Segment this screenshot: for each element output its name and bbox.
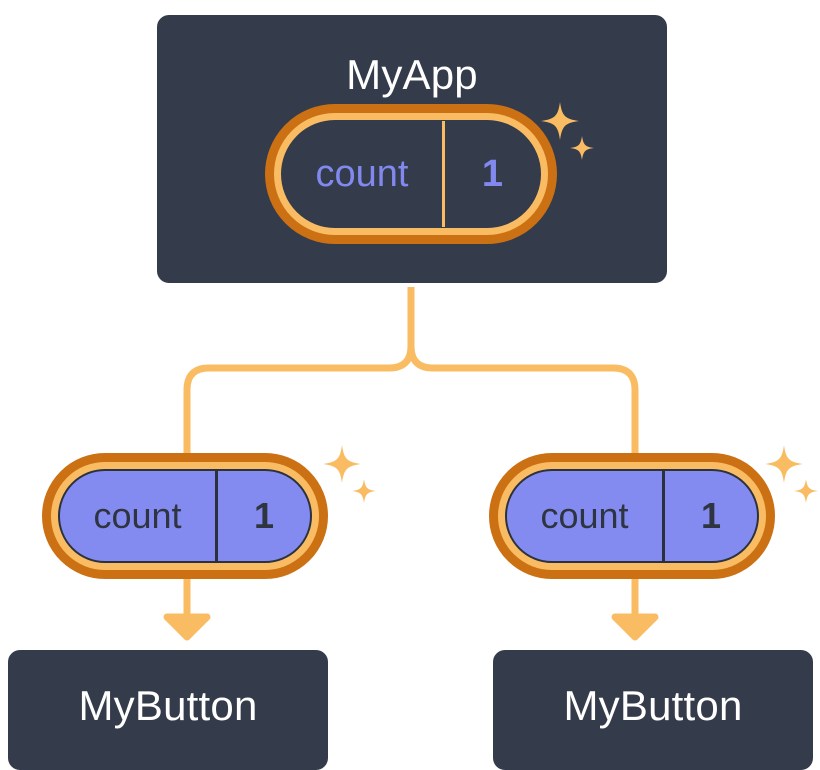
sparkle-small-icon [352,479,376,503]
state-capsule-left[interactable]: count 1 [42,453,328,579]
state-key-myapp: count [282,121,445,227]
arrow-head-left [163,613,211,641]
node-mybutton-right[interactable]: MyButton [489,646,817,770]
sparkle-small-icon [794,479,818,503]
sparkle-large-icon [323,445,361,483]
state-key-left: count [60,471,218,561]
state-key-right: count [507,471,665,561]
state-capsule-myapp[interactable]: count 1 [265,104,557,244]
sparkle-group-left [323,445,376,503]
state-capsule-right-inner: count 1 [505,469,759,563]
node-mybutton-left-title: MyButton [78,682,258,729]
node-myapp-title: MyApp [346,51,478,98]
connector-branch-right [407,342,639,466]
state-capsule-right[interactable]: count 1 [489,453,775,579]
state-value-left: 1 [253,495,275,536]
sparkle-large-icon [765,445,803,483]
state-value-right: 1 [700,495,722,536]
node-mybutton-left[interactable]: MyButton [4,646,332,770]
arrow-head-right [611,613,659,641]
state-capsule-myapp-inner: count 1 [281,120,541,228]
state-capsule-left-inner: count 1 [58,469,312,563]
node-mybutton-right-title: MyButton [563,682,743,729]
connector-branch-left [183,342,415,466]
state-value-myapp: 1 [481,152,504,195]
